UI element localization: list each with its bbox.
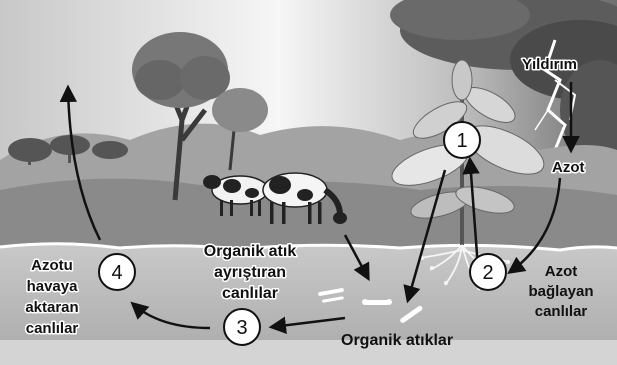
label-releasers-line1: Azotu [31,257,73,274]
label-lightning: Yıldırım [522,56,577,73]
label-fixers-line2: bağlayan [528,283,593,300]
label-releasers-line4: canlılar [26,320,79,337]
label-releasers-line2: havaya [27,278,79,295]
label-nitrogen: Azot [552,159,585,176]
label-organic-waste: Organik atıklar [341,332,453,349]
step-4-badge: 4 [99,254,135,290]
label-fixers-line1: Azot [545,263,578,280]
svg-text:2: 2 [482,262,493,284]
label-fixers-line3: canlılar [535,303,588,320]
soil-bottom-band [0,340,617,365]
step-1-badge: 1 [444,122,480,158]
label-releasers-line3: aktaran [25,299,78,316]
label-decomposers-line3: canlılar [222,285,278,302]
svg-text:4: 4 [111,262,122,284]
svg-text:1: 1 [456,130,467,152]
label-decomposers-line2: ayrıştıran [214,264,286,281]
step-2-badge: 2 [470,254,506,290]
label-decomposers-line1: Organik atık [204,243,297,260]
step-3-badge: 3 [224,309,260,345]
svg-text:3: 3 [236,317,247,339]
